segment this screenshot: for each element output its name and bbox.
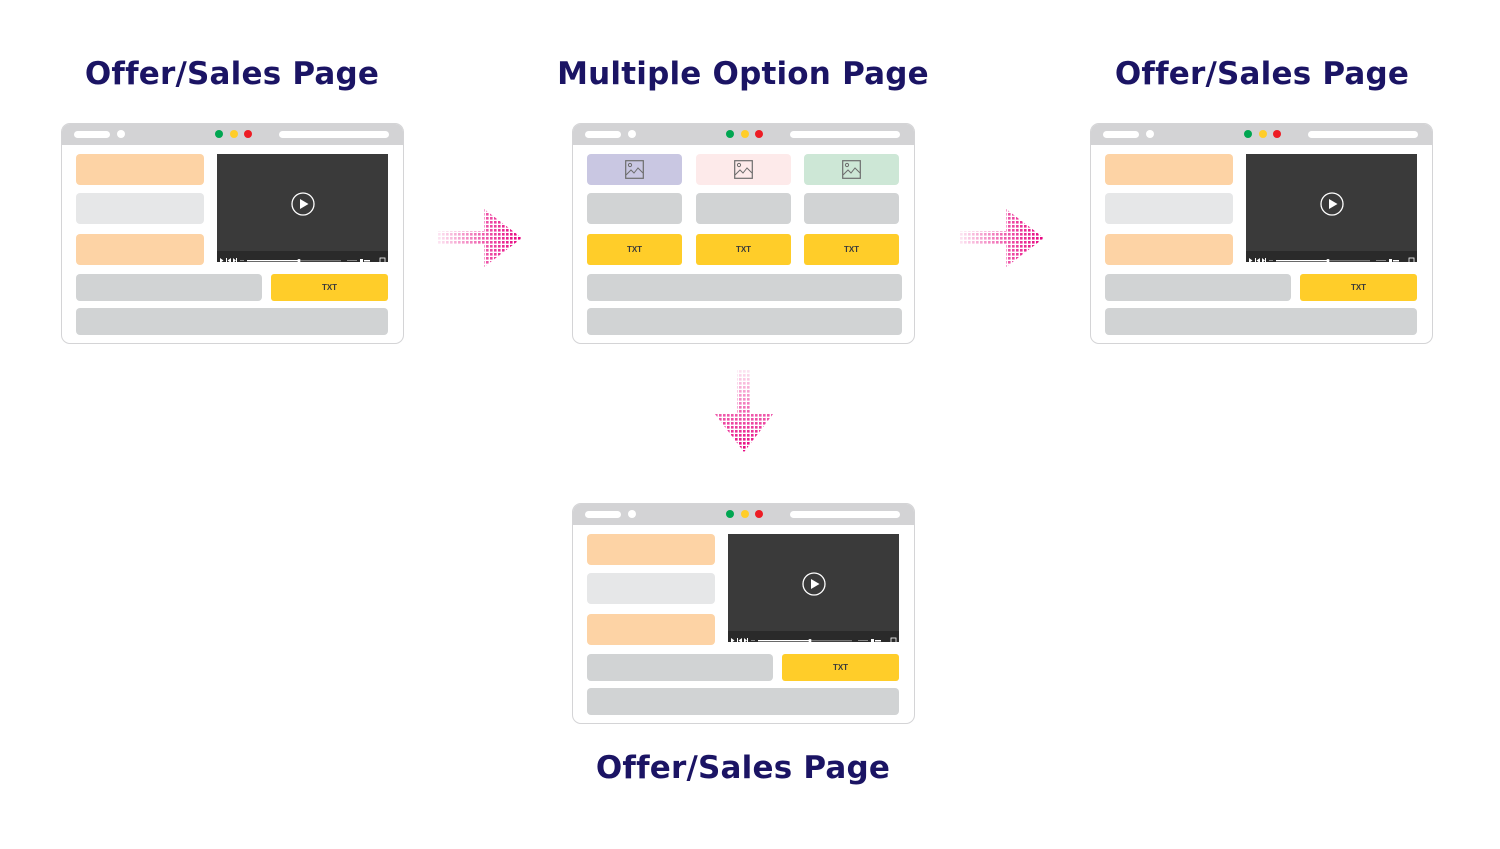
headline-block [587, 534, 715, 565]
text-block [76, 193, 204, 224]
video-player[interactable] [1246, 154, 1417, 264]
node-title-offer-bottom: Offer/Sales Page [595, 750, 891, 786]
arrow-right-icon [960, 209, 1044, 267]
video-controls[interactable] [217, 251, 388, 264]
cta-button[interactable]: TXT [782, 654, 899, 681]
cta-button[interactable]: TXT [1300, 274, 1417, 301]
option-image-3 [804, 154, 899, 185]
red-dot-icon [244, 130, 252, 138]
green-dot-icon [726, 130, 734, 138]
address-bar [1308, 131, 1418, 138]
text-block [1105, 193, 1233, 224]
option-cta-button-3[interactable]: TXT [804, 234, 899, 265]
browser-dot [628, 510, 636, 518]
highlight-block [1105, 234, 1233, 265]
image-icon [734, 160, 753, 179]
green-dot-icon [726, 510, 734, 518]
highlight-block [587, 614, 715, 645]
headline-block [76, 154, 204, 185]
option-text-1 [587, 193, 682, 224]
yellow-dot-icon [1259, 130, 1267, 138]
video-controls[interactable] [728, 631, 899, 644]
text-block-wide [587, 654, 773, 681]
play-icon[interactable] [290, 192, 315, 216]
footer-block [587, 308, 902, 335]
cta-button[interactable]: TXT [271, 274, 388, 301]
red-dot-icon [755, 510, 763, 518]
text-block-wide [76, 274, 262, 301]
multiple-option-window: TXT TXT TXT [572, 123, 915, 344]
tab-pill [585, 131, 621, 138]
text-block [587, 573, 715, 604]
address-bar [790, 511, 900, 518]
image-icon [625, 160, 644, 179]
option-text-2 [696, 193, 791, 224]
red-dot-icon [755, 130, 763, 138]
text-block-wide [1105, 274, 1291, 301]
tab-pill [1103, 131, 1139, 138]
text-block-wide [587, 274, 902, 301]
offer-page-window-left: TXT [61, 123, 404, 344]
tab-pill [585, 511, 621, 518]
red-dot-icon [1273, 130, 1281, 138]
yellow-dot-icon [741, 130, 749, 138]
highlight-block [76, 234, 204, 265]
video-player[interactable] [217, 154, 388, 264]
yellow-dot-icon [741, 510, 749, 518]
footer-block [1105, 308, 1417, 335]
browser-dot [117, 130, 125, 138]
tab-pill [74, 131, 110, 138]
arrow-right-icon [438, 209, 522, 267]
video-player[interactable] [728, 534, 899, 644]
browser-titlebar [573, 504, 914, 525]
offer-page-window-bottom: TXT [572, 503, 915, 724]
green-dot-icon [215, 130, 223, 138]
image-icon [842, 160, 861, 179]
option-cta-button-1[interactable]: TXT [587, 234, 682, 265]
offer-page-window-right: TXT [1090, 123, 1433, 344]
footer-block [76, 308, 388, 335]
option-cta-button-2[interactable]: TXT [696, 234, 791, 265]
yellow-dot-icon [230, 130, 238, 138]
option-image-1 [587, 154, 682, 185]
play-icon[interactable] [1319, 192, 1344, 216]
option-image-2 [696, 154, 791, 185]
browser-dot [628, 130, 636, 138]
video-controls[interactable] [1246, 251, 1417, 264]
node-title-offer-right: Offer/Sales Page [1114, 56, 1410, 92]
browser-titlebar [62, 124, 403, 145]
browser-titlebar [1091, 124, 1432, 145]
address-bar [790, 131, 900, 138]
green-dot-icon [1244, 130, 1252, 138]
footer-block [587, 688, 899, 715]
node-title-multiple-option: Multiple Option Page [557, 56, 929, 92]
browser-titlebar [573, 124, 914, 145]
node-title-offer-left: Offer/Sales Page [84, 56, 380, 92]
option-text-3 [804, 193, 899, 224]
browser-dot [1146, 130, 1154, 138]
headline-block [1105, 154, 1233, 185]
play-icon[interactable] [801, 572, 826, 596]
address-bar [279, 131, 389, 138]
arrow-down-icon [715, 370, 773, 452]
